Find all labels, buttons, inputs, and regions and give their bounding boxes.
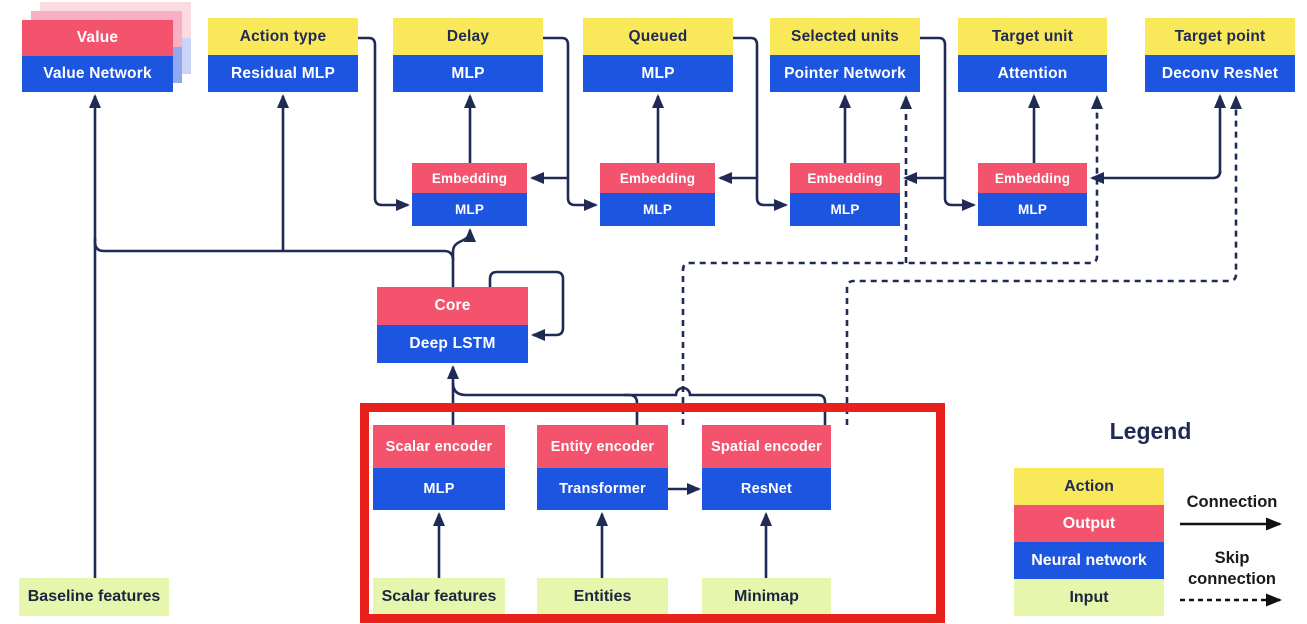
wire-core-rail-left bbox=[93, 238, 455, 261]
embedding-3-network-label: MLP bbox=[790, 193, 900, 226]
legend-connection-label: Connection bbox=[1186, 493, 1278, 511]
queued-label: Queued bbox=[583, 18, 733, 55]
delay-label: Delay bbox=[393, 18, 543, 55]
wire-targetpoint-feedback-left bbox=[1090, 170, 1222, 184]
embedding-4-network-label: MLP bbox=[978, 193, 1087, 226]
embedding-4-label: Embedding bbox=[978, 163, 1087, 193]
node-value: Value Value Network bbox=[22, 20, 173, 92]
node-entity-encoder: Entity encoder Transformer bbox=[537, 425, 668, 510]
wire-core-to-embedding1 bbox=[451, 228, 476, 287]
legend-skip-connection-label: Skip connection bbox=[1187, 549, 1276, 588]
queued-network-label: MLP bbox=[583, 55, 733, 92]
legend-item-input: Input bbox=[1014, 579, 1164, 616]
core-network-label: Deep LSTM bbox=[377, 325, 528, 363]
entity-encoder-label: Entity encoder bbox=[537, 425, 668, 468]
embedding-2-label: Embedding bbox=[600, 163, 715, 193]
spatial-encoder-label: Spatial encoder bbox=[702, 425, 831, 468]
legend-title: Legend bbox=[1109, 418, 1192, 444]
embedding-3-label: Embedding bbox=[790, 163, 900, 193]
scalar-encoder-label: Scalar encoder bbox=[373, 425, 505, 468]
legend-item-output: Output bbox=[1014, 505, 1164, 542]
target-point-network-label: Deconv ResNet bbox=[1145, 55, 1295, 92]
embedding-2-network-label: MLP bbox=[600, 193, 715, 226]
embedding-1-label: Embedding bbox=[412, 163, 527, 193]
legend-item-action: Action bbox=[1014, 468, 1164, 505]
spatial-encoder-network-label: ResNet bbox=[702, 468, 831, 510]
skip-spatial-to-deconv bbox=[845, 95, 1242, 425]
input-entities: Entities bbox=[537, 578, 668, 616]
action-type-label: Action type bbox=[208, 18, 358, 55]
wire-entity-rail-branch bbox=[624, 393, 639, 425]
selected-units-label: Selected units bbox=[770, 18, 920, 55]
legend-item-network: Neural network bbox=[1014, 542, 1164, 579]
input-baseline-features: Baseline features bbox=[19, 578, 169, 616]
node-embedding-1: Embedding MLP bbox=[412, 163, 527, 226]
node-embedding-2: Embedding MLP bbox=[600, 163, 715, 226]
value-output-label: Value bbox=[22, 20, 173, 56]
node-embedding-4: Embedding MLP bbox=[978, 163, 1087, 226]
selected-units-network-label: Pointer Network bbox=[770, 55, 920, 92]
input-scalar-features: Scalar features bbox=[373, 578, 505, 616]
value-network-label: Value Network bbox=[22, 56, 173, 92]
core-label: Core bbox=[377, 287, 528, 325]
node-selected-units: Selected units Pointer Network bbox=[770, 18, 920, 92]
node-queued: Queued MLP bbox=[583, 18, 733, 92]
scalar-encoder-network-label: MLP bbox=[373, 468, 505, 510]
skip-entity-to-attention bbox=[681, 95, 1103, 425]
legend-stack: Action Output Neural network Input bbox=[1014, 468, 1164, 616]
entity-encoder-network-label: Transformer bbox=[537, 468, 668, 510]
node-delay: Delay MLP bbox=[393, 18, 543, 92]
target-unit-label: Target unit bbox=[958, 18, 1107, 55]
node-core: Core Deep LSTM bbox=[377, 287, 528, 363]
node-target-point: Target point Deconv ResNet bbox=[1145, 18, 1295, 92]
action-type-network-label: Residual MLP bbox=[208, 55, 358, 92]
target-unit-network-label: Attention bbox=[958, 55, 1107, 92]
node-scalar-encoder: Scalar encoder MLP bbox=[373, 425, 505, 510]
target-point-label: Target point bbox=[1145, 18, 1295, 55]
delay-network-label: MLP bbox=[393, 55, 543, 92]
wire-encoder-rail bbox=[451, 382, 827, 425]
node-embedding-3: Embedding MLP bbox=[790, 163, 900, 226]
embedding-1-network-label: MLP bbox=[412, 193, 527, 226]
node-spatial-encoder: Spatial encoder ResNet bbox=[702, 425, 831, 510]
node-action-type: Action type Residual MLP bbox=[208, 18, 358, 92]
node-target-unit: Target unit Attention bbox=[958, 18, 1107, 92]
input-minimap: Minimap bbox=[702, 578, 831, 616]
